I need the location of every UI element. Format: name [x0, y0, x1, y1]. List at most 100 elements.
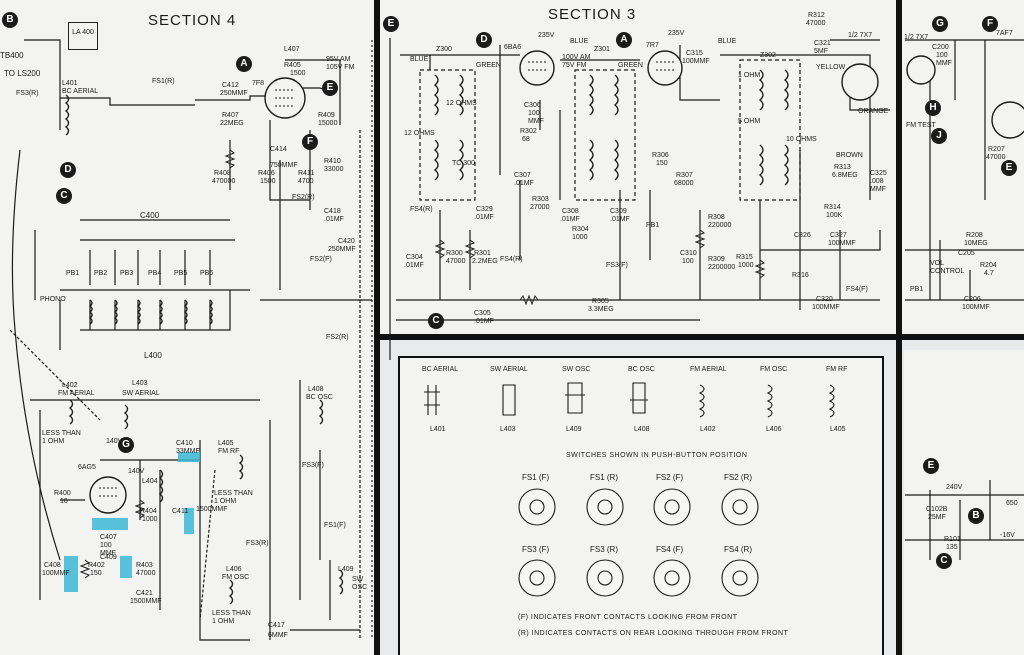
label-r208: R208	[966, 232, 983, 239]
label-c307: C307	[514, 172, 531, 179]
label-c329: C329	[476, 206, 493, 213]
value-c306: 100 MMF	[528, 110, 544, 125]
label-orange: ORANGE	[858, 108, 889, 115]
label-less-than-b: LESS THAN 1 OHM	[214, 490, 253, 505]
node-c-left: C	[56, 188, 72, 204]
label-c305: C305	[474, 310, 491, 317]
value-r312: 47000	[806, 20, 826, 27]
label-fs2r: FS2(R)	[292, 194, 315, 201]
label-to-ls200: TO LS200	[4, 69, 41, 78]
label-c420: C420	[338, 238, 355, 245]
value-r308: 220000	[708, 222, 732, 229]
label-ohm12-a: 12 OHMS	[404, 130, 435, 137]
label-ohm1: 1 OHM	[738, 72, 761, 79]
highlight-c409	[120, 556, 132, 578]
label-l401: L401	[62, 80, 78, 87]
label-pb6: PB6	[200, 270, 214, 277]
value-r302: 68	[522, 136, 530, 143]
value-r410: 33000	[324, 166, 344, 173]
value-r208: 10MEG	[964, 240, 988, 247]
label-c327: C327	[830, 232, 847, 239]
highlight-c411	[184, 508, 194, 534]
label-fm-test: FM TEST	[906, 122, 936, 129]
label-95v: 95V AM	[326, 56, 351, 63]
label-c325: C325	[870, 170, 887, 177]
label-green-b: GREEN	[618, 62, 643, 69]
value-c321: 5MF	[814, 48, 828, 55]
label-brown: BROWN	[836, 152, 863, 159]
node-h-sec2: H	[925, 100, 941, 116]
label-c315: C315	[686, 50, 703, 57]
label-bc-osc: BC OSC	[306, 394, 333, 401]
label-l403: L403	[132, 380, 148, 387]
label-l407: L407	[284, 46, 300, 53]
label-c206: C206	[964, 296, 981, 303]
value-c414: 750MMF	[270, 162, 298, 169]
legend-coil-ref-l408: L408	[634, 426, 650, 433]
label-r207: R207	[988, 146, 1005, 153]
label-ohm12-b: 12 OHMS	[446, 100, 477, 107]
value-c421: 1500MMF	[130, 598, 162, 605]
label-140v-b: 140V	[128, 468, 145, 475]
section4-title: SECTION 4	[148, 12, 237, 29]
divider-horizontal	[374, 334, 1024, 340]
label-z301: Z301	[594, 46, 610, 53]
label-tube-7af7: 7AF7	[996, 30, 1013, 37]
label-r406: R406	[258, 170, 275, 177]
label-tb400: TB400	[0, 51, 24, 60]
node-j-sec2: J	[931, 128, 947, 144]
label-fs1f: FS1(F)	[324, 522, 346, 529]
value-r406: 1500	[260, 178, 276, 185]
label-c421: C421	[136, 590, 153, 597]
section3-panel	[380, 0, 896, 334]
legend-switch-fs2r: FS2 (R)	[724, 473, 752, 482]
label-phono: PHONO	[40, 296, 66, 303]
value-r313: 6.8MEG	[832, 172, 858, 179]
label-pb5: PB5	[174, 270, 188, 277]
label-c417: C417	[268, 622, 285, 629]
section3-title: SECTION 3	[548, 6, 637, 23]
label-tube-7f8: 7F8	[252, 80, 265, 87]
node-c-sec1: C	[936, 553, 952, 569]
label-r309: R309	[708, 256, 725, 263]
label-650: 650	[1006, 500, 1018, 507]
label-r204: R204	[980, 262, 997, 269]
legend-panel	[400, 356, 882, 655]
value-r306: 150	[656, 160, 668, 167]
legend-coil-ref-l401: L401	[430, 426, 446, 433]
node-b-sec1: B	[968, 508, 984, 524]
label-tube-6ba6: 6BA6	[504, 44, 522, 51]
legend-frame-left	[398, 356, 400, 655]
node-e-sec1: E	[923, 458, 939, 474]
node-a-sec3: A	[616, 32, 632, 48]
node-d-sec3: D	[476, 32, 492, 48]
legend-coil-ref-l405: L405	[830, 426, 846, 433]
label-fs2f: FS2(F)	[310, 256, 332, 263]
value-c412: 250MMF	[220, 90, 248, 97]
legend-coil-ref-l409: L409	[566, 426, 582, 433]
value-r409: 15000	[318, 120, 338, 127]
label-pb3: PB3	[120, 270, 134, 277]
label-r409: R409	[318, 112, 335, 119]
value-c307: .01MF	[514, 180, 534, 187]
label-105v: 105V FM	[326, 64, 355, 71]
value-r402: 150	[90, 570, 102, 577]
value-c407: 100 MMF	[100, 542, 116, 557]
legend-coil-title-fm-aerial: FM AERIAL	[690, 366, 727, 373]
label-pb1-sec2: PB1	[910, 286, 924, 293]
label-la400: LA 400	[68, 22, 98, 50]
label-r400: R400	[54, 490, 71, 497]
node-d-left: D	[60, 162, 76, 178]
label-fs4r-a: FS4(R)	[410, 206, 433, 213]
divider-vertical-left	[374, 0, 380, 655]
label-fs3r-b: FS3(R)	[246, 540, 269, 547]
label-240v: 240V	[946, 484, 963, 491]
label-c412: C412	[222, 82, 239, 89]
legend-switch-fs1f: FS1 (F)	[522, 473, 550, 482]
label-fm-osc: FM OSC	[222, 574, 250, 581]
legend-switch-fs2f: FS2 (F)	[656, 473, 684, 482]
highlight-c407	[92, 518, 128, 530]
node-f: F	[302, 134, 318, 150]
label-c308: C308	[562, 208, 579, 215]
node-c-sec3: C	[428, 313, 444, 329]
